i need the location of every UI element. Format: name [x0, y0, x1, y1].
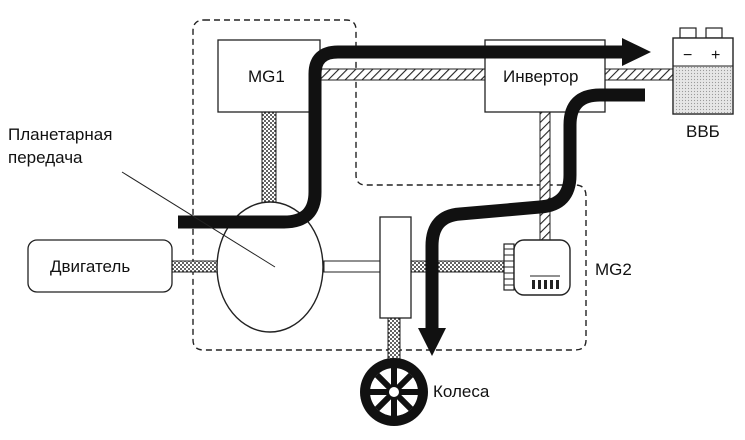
battery-minus-label: −: [683, 47, 692, 64]
energy-flow-to-wheels-arrowhead: [418, 328, 446, 356]
electrical-bus-inverter-battery: [604, 68, 674, 81]
shaft-mg1-planetary: [261, 111, 277, 213]
energy-flow-to-wheels: [425, 88, 645, 330]
energy-flow-to-battery-arrowhead: [622, 38, 651, 66]
wheels-label: Колеса: [433, 382, 490, 401]
mg1-box: [217, 39, 321, 113]
energy-flow-to-battery: [178, 45, 625, 229]
engine-label: Двигатель: [50, 257, 130, 276]
battery-plus-label: +: [711, 47, 720, 64]
shaft-planetary-reducer: [323, 260, 381, 273]
battery-label: ВВБ: [686, 122, 720, 141]
mg1-label: MG1: [248, 67, 285, 86]
dashed-enclosure-upper: [192, 19, 587, 351]
mg2-label: MG2: [595, 260, 632, 279]
reducer-block: [379, 216, 412, 319]
battery: [672, 27, 734, 115]
engine-box: [27, 239, 173, 293]
electrical-bus-mg1-inverter: [319, 68, 486, 81]
electrical-bus-inverter-mg2: [539, 111, 551, 241]
mg2-motor: [503, 239, 571, 296]
planetary-gear-leader-line: [121, 171, 276, 268]
planetary-gear-label-line1: Планетарная: [8, 125, 112, 144]
planetary-gear: [216, 201, 324, 333]
inverter-label: Инвертор: [503, 67, 579, 86]
wheel: [360, 358, 428, 426]
shaft-engine-planetary: [171, 260, 218, 273]
shaft-reducer-wheels: [387, 317, 401, 363]
planetary-gear-label-line2: передача: [8, 148, 83, 167]
